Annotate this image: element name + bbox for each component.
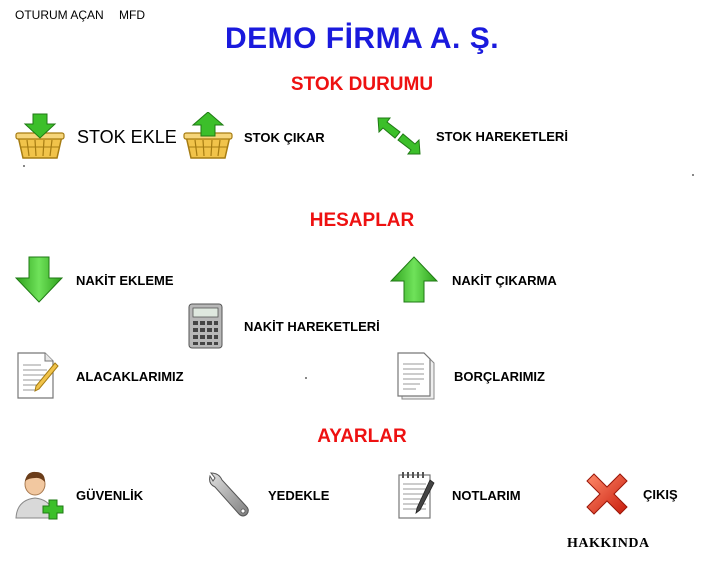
notes-button[interactable]: NOTLARIM [396, 470, 521, 520]
cash-in-button[interactable]: NAKİT EKLEME [15, 256, 174, 304]
exit-button[interactable]: ÇIKIŞ [585, 472, 678, 516]
calculator-icon [188, 303, 223, 349]
exit-label: ÇIKIŞ [643, 486, 678, 502]
cash-out-button[interactable]: NAKİT ÇIKARMA [390, 256, 557, 304]
remove-stock-button[interactable]: STOK ÇIKAR [183, 112, 325, 162]
session-user: MFD [119, 8, 145, 22]
stray-dot [305, 377, 307, 379]
red-x-icon [586, 473, 628, 515]
backup-label: YEDEKLE [268, 487, 330, 503]
exchange-arrows-icon [377, 117, 421, 155]
stock-movements-label: STOK HAREKETLERİ [436, 128, 568, 144]
add-stock-label: STOK EKLE [77, 126, 177, 147]
receivables-button[interactable]: ALACAKLARIMIZ [15, 351, 184, 401]
stray-dot [692, 174, 694, 176]
notes-label: NOTLARIM [452, 487, 521, 503]
session-label: OTURUM AÇAN [15, 8, 104, 22]
notepad-pen-icon [398, 472, 435, 519]
about-link[interactable]: HAKKINDA [567, 536, 650, 551]
remove-stock-label: STOK ÇIKAR [244, 129, 325, 145]
basket-down-arrow-icon [15, 113, 65, 159]
payables-label: BORÇLARIMIZ [454, 368, 545, 384]
section-title-stock: STOK DURUMU [290, 74, 434, 95]
receivables-label: ALACAKLARIMIZ [76, 368, 184, 384]
user-plus-icon [15, 471, 64, 520]
cash-in-label: NAKİT EKLEME [76, 272, 174, 288]
cash-movements-button[interactable]: NAKİT HAREKETLERİ [188, 303, 380, 349]
wrench-icon [209, 472, 249, 517]
add-stock-button[interactable]: STOK EKLE [15, 112, 177, 162]
stock-movements-button[interactable]: STOK HAREKETLERİ [376, 114, 568, 158]
stray-dot [23, 165, 25, 167]
basket-up-arrow-icon [183, 112, 233, 159]
payables-button[interactable]: BORÇLARIMIZ [394, 351, 545, 401]
cash-out-label: NAKİT ÇIKARMA [452, 272, 557, 288]
document-pencil-icon [17, 352, 59, 399]
up-arrow-icon [390, 256, 438, 303]
security-label: GÜVENLİK [76, 487, 144, 503]
document-icon [397, 352, 435, 400]
down-arrow-icon [15, 256, 63, 303]
cash-movements-label: NAKİT HAREKETLERİ [244, 318, 380, 334]
section-title-settings: AYARLAR [317, 426, 407, 447]
section-title-accounts: HESAPLAR [309, 210, 415, 231]
security-button[interactable]: GÜVENLİK [15, 470, 143, 520]
backup-button[interactable]: YEDEKLE [206, 470, 329, 520]
company-title: DEMO FİRMA A. Ş. [224, 22, 500, 55]
